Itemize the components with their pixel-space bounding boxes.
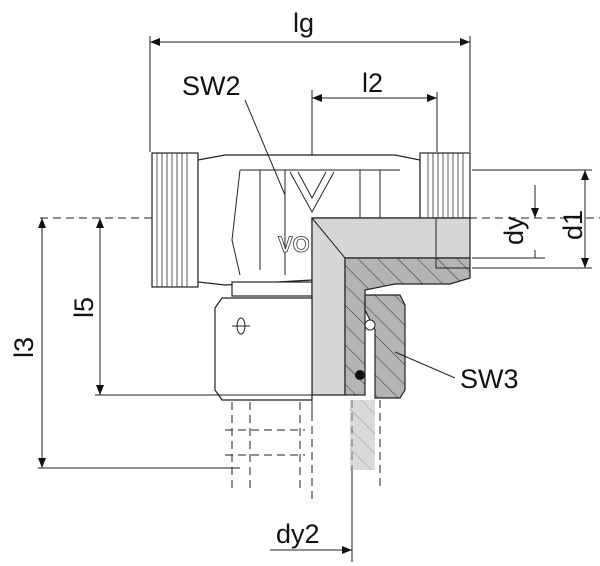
left-thread <box>151 152 199 288</box>
tee-body: VO <box>197 154 421 297</box>
label-d1: d1 <box>558 210 588 240</box>
logo-text: VO <box>278 232 310 257</box>
sectioned-body <box>311 217 471 399</box>
label-sw3: SW3 <box>460 364 519 394</box>
dimension-lines <box>38 36 592 562</box>
label-l5: l5 <box>69 297 99 318</box>
label-sw2: SW2 <box>182 71 241 101</box>
label-l2: l2 <box>362 68 383 98</box>
o-ring <box>355 370 365 380</box>
swivel-nut <box>214 297 313 401</box>
label-dy: dy <box>499 216 529 245</box>
label-l3: l3 <box>9 337 39 358</box>
right-thread <box>419 152 471 219</box>
tube-phantom <box>225 400 381 500</box>
label-dy2: dy2 <box>276 519 320 549</box>
label-lg: lg <box>293 8 314 38</box>
